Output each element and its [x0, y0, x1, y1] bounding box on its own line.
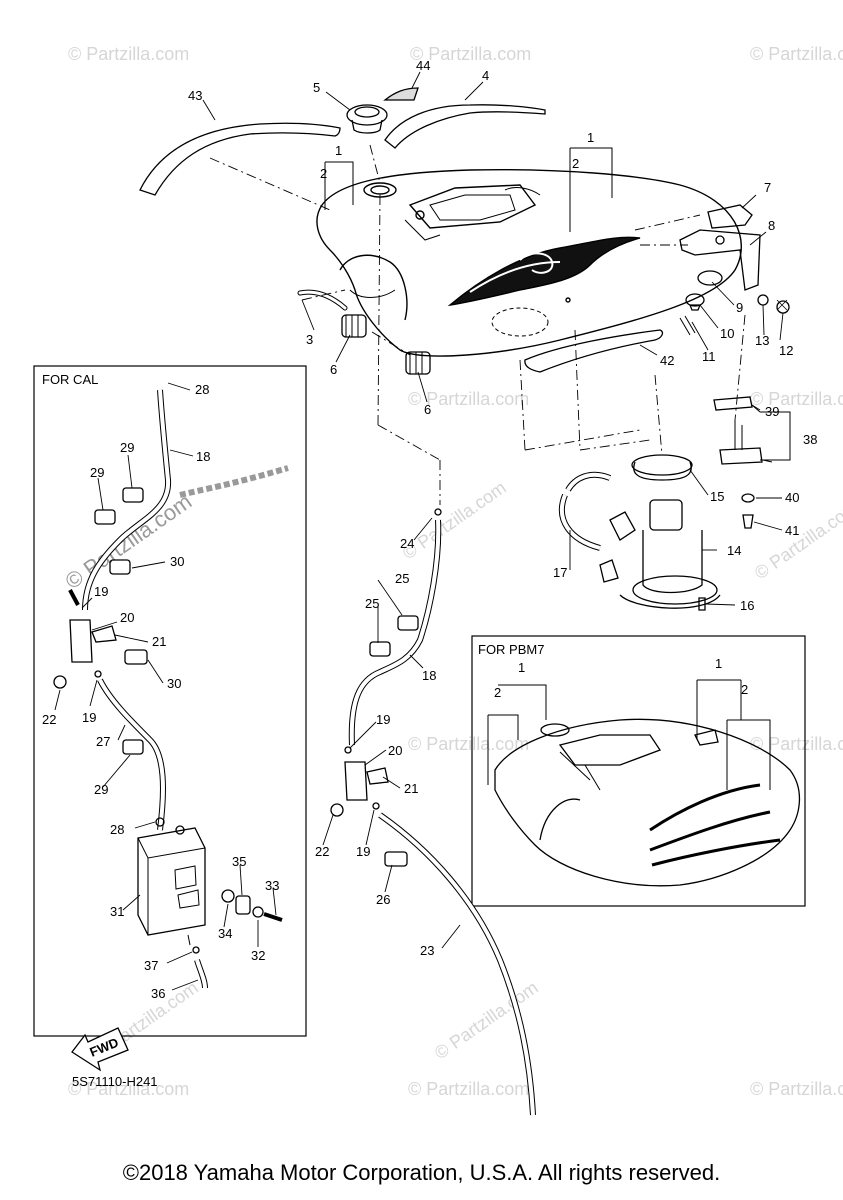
callout-20[interactable]: 20 [120, 610, 134, 625]
callout-30[interactable]: 30 [167, 676, 181, 691]
callout-16[interactable]: 16 [740, 598, 754, 613]
watermark: © Partzilla.com [750, 44, 843, 64]
callout-9[interactable]: 9 [736, 300, 743, 315]
callout-leaders [54, 71, 784, 991]
watermark: © Partzilla.com [750, 389, 843, 409]
callout-1[interactable]: 1 [518, 660, 525, 675]
callout-1[interactable]: 1 [587, 130, 594, 145]
watermark: © Partzilla.com [68, 1079, 189, 1099]
callout-41[interactable]: 41 [785, 523, 799, 538]
callout-33[interactable]: 33 [265, 878, 279, 893]
fuel-tank [316, 168, 743, 357]
mount-bracket [679, 204, 790, 336]
diagram-code: 5S71110-H241 [72, 1074, 158, 1089]
callout-2[interactable]: 2 [494, 685, 501, 700]
for-pbm7-box [471, 635, 806, 907]
watermark-center: © Partzilla.com [61, 489, 197, 595]
callout-36[interactable]: 36 [151, 986, 165, 1001]
callout-23[interactable]: 23 [420, 943, 434, 958]
callout-29[interactable]: 29 [120, 440, 134, 455]
callout-6[interactable]: 6 [330, 362, 337, 377]
callout-18[interactable]: 18 [422, 668, 436, 683]
callout-22[interactable]: 22 [315, 844, 329, 859]
callout-19[interactable]: 19 [356, 844, 370, 859]
callout-10[interactable]: 10 [720, 326, 734, 341]
watermark: © Partzilla.com [750, 1079, 843, 1099]
callout-39[interactable]: 39 [765, 404, 779, 419]
watermark: © Partzilla.com [408, 1079, 529, 1099]
fuel-pump-assembly [558, 454, 721, 611]
tank-trims [139, 87, 664, 375]
callout-19[interactable]: 19 [94, 584, 108, 599]
callout-40[interactable]: 40 [785, 490, 799, 505]
callout-28[interactable]: 28 [110, 822, 124, 837]
watermark: © Partzilla.com [751, 497, 843, 583]
watermark: © Partzilla.com [68, 44, 189, 64]
callout-2[interactable]: 2 [572, 156, 579, 171]
watermark: © Partzilla.com [408, 389, 529, 409]
callout-37[interactable]: 37 [144, 958, 158, 973]
callout-18[interactable]: 18 [196, 449, 210, 464]
callout-3[interactable]: 3 [306, 332, 313, 347]
for-cal-title: FOR CAL [42, 372, 98, 387]
callout-25[interactable]: 25 [365, 596, 379, 611]
callout-24[interactable]: 24 [400, 536, 414, 551]
callout-17[interactable]: 17 [553, 565, 567, 580]
callout-1[interactable]: 1 [335, 143, 342, 158]
callout-5[interactable]: 5 [313, 80, 320, 95]
watermark: © Partzilla.com [408, 734, 529, 754]
callout-20[interactable]: 20 [388, 743, 402, 758]
callout-numbers: 43 44 4 5 1 2 1 2 7 8 9 10 11 12 13 3 6 … [42, 58, 817, 1001]
watermark: © Partzilla.com [750, 734, 843, 754]
group-brackets [324, 147, 791, 463]
callout-14[interactable]: 14 [727, 543, 741, 558]
callout-2[interactable]: 2 [320, 166, 327, 181]
copyright-notice: ©2018 Yamaha Motor Corporation, U.S.A. A… [122, 1160, 721, 1185]
callout-15[interactable]: 15 [710, 489, 724, 504]
callout-25[interactable]: 25 [395, 571, 409, 586]
callout-29[interactable]: 29 [90, 465, 104, 480]
cal-evap-parts [53, 389, 289, 989]
callout-27[interactable]: 27 [96, 734, 110, 749]
callout-29[interactable]: 29 [94, 782, 108, 797]
callout-38[interactable]: 38 [803, 432, 817, 447]
callout-30[interactable]: 30 [170, 554, 184, 569]
callout-19[interactable]: 19 [376, 712, 390, 727]
callout-34[interactable]: 34 [218, 926, 232, 941]
callout-4[interactable]: 4 [482, 68, 489, 83]
watermark: © Partzilla.com [410, 44, 531, 64]
callout-26[interactable]: 26 [376, 892, 390, 907]
for-pbm7-title: FOR PBM7 [478, 642, 544, 657]
callout-7[interactable]: 7 [764, 180, 771, 195]
level-sender [713, 396, 763, 529]
callout-6[interactable]: 6 [424, 402, 431, 417]
callout-43[interactable]: 43 [188, 88, 202, 103]
watermark: © Partzilla.com [399, 477, 510, 563]
watermark-group: © Partzilla.com © Partzilla.com © Partzi… [61, 44, 843, 1099]
callout-28[interactable]: 28 [195, 382, 209, 397]
callout-21[interactable]: 21 [152, 634, 166, 649]
callout-2[interactable]: 2 [741, 682, 748, 697]
callout-35[interactable]: 35 [232, 854, 246, 869]
pbm7-brackets [487, 679, 771, 790]
callout-12[interactable]: 12 [779, 343, 793, 358]
pbm7-tank [494, 718, 801, 887]
callout-11[interactable]: 11 [702, 349, 716, 364]
center-hoses [330, 508, 536, 1116]
for-cal-box [33, 365, 307, 1037]
callout-1[interactable]: 1 [715, 656, 722, 671]
callout-42[interactable]: 42 [660, 353, 674, 368]
callout-22[interactable]: 22 [42, 712, 56, 727]
leader-dash-lines [209, 144, 746, 505]
callout-19[interactable]: 19 [82, 710, 96, 725]
callout-13[interactable]: 13 [755, 333, 769, 348]
fwd-arrow: FWD [71, 1027, 129, 1072]
callout-31[interactable]: 31 [110, 904, 124, 919]
callout-44[interactable]: 44 [416, 58, 430, 73]
callout-8[interactable]: 8 [768, 218, 775, 233]
callout-21[interactable]: 21 [404, 781, 418, 796]
callout-32[interactable]: 32 [251, 948, 265, 963]
